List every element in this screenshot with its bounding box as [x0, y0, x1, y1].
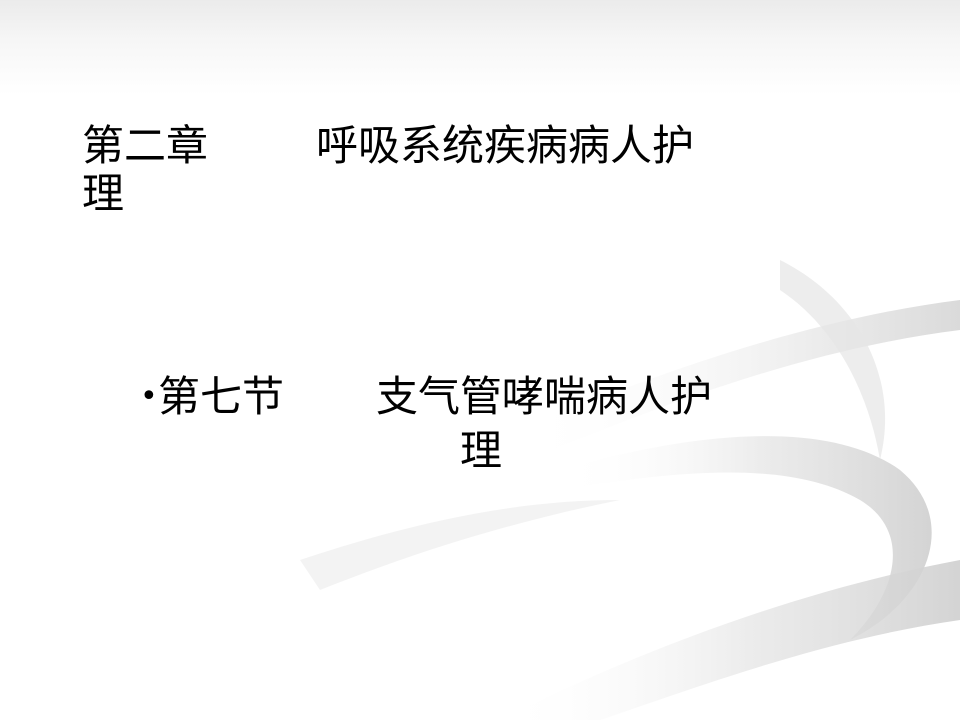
slide-title: 第二章 呼吸系统疾病病人护理 — [82, 122, 842, 218]
swoosh-band-middle — [560, 436, 932, 640]
title-subject-line1: 呼吸系统疾病病人护 — [316, 121, 695, 170]
bullet-text: 第七节 支气管哮喘病人护 — [158, 372, 838, 422]
bullet-subject-line1: 支气管哮喘病人护 — [376, 372, 713, 421]
bullet-section: 第七节 — [158, 372, 285, 421]
bullet-marker: • — [140, 379, 158, 414]
bullet-subject-line2: 理 — [460, 426, 503, 475]
title-chapter: 第二章 — [82, 121, 209, 170]
swoosh-band-lower — [500, 560, 960, 720]
swoosh-band-right — [780, 260, 886, 460]
title-subject-line2: 理 — [82, 169, 125, 218]
swoosh-band-left-fade — [300, 500, 620, 590]
